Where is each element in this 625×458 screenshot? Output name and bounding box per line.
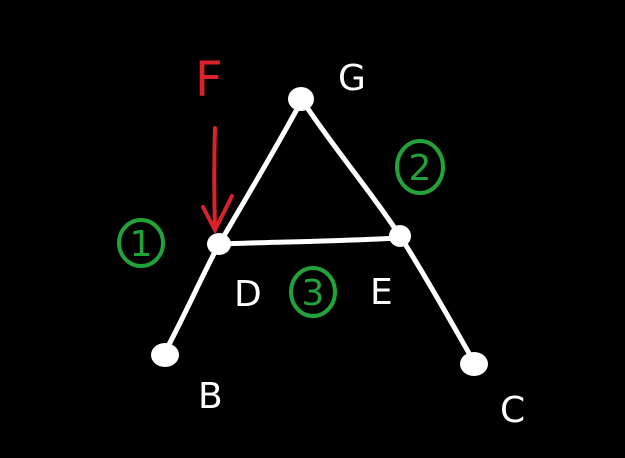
node-label-right-joint: E xyxy=(370,272,393,313)
node-label-left-joint: D xyxy=(234,274,262,315)
joint-b xyxy=(151,343,179,367)
force-arrow-shaft xyxy=(212,126,217,230)
member-tag-2-circle xyxy=(395,139,445,195)
force-arrow xyxy=(201,126,234,235)
force-label: F xyxy=(195,52,223,108)
joint-g xyxy=(288,87,314,111)
joint-c xyxy=(460,352,488,376)
member-tag-3: 3 xyxy=(289,266,337,318)
node-label-bottom-right: C xyxy=(500,390,525,431)
member-tag-1-label: 1 xyxy=(130,224,153,265)
force-arrow-head xyxy=(201,194,234,235)
member-tag-1: 1 xyxy=(117,218,165,268)
member-tag-1-circle xyxy=(117,218,165,268)
member-tag-2: 2 xyxy=(395,139,445,195)
node-label-top: G xyxy=(338,58,366,99)
member-tag-3-circle xyxy=(289,266,337,318)
member-tag-3-label: 3 xyxy=(302,273,325,314)
truss-joints xyxy=(151,87,488,376)
member-d-to-e xyxy=(215,235,403,247)
member-g-to-c xyxy=(299,97,477,365)
member-tag-2-label: 2 xyxy=(409,148,432,189)
joint-d xyxy=(207,233,231,255)
joint-e xyxy=(389,225,411,247)
node-label-bottom-left: B xyxy=(198,376,223,417)
truss-members xyxy=(162,97,477,365)
